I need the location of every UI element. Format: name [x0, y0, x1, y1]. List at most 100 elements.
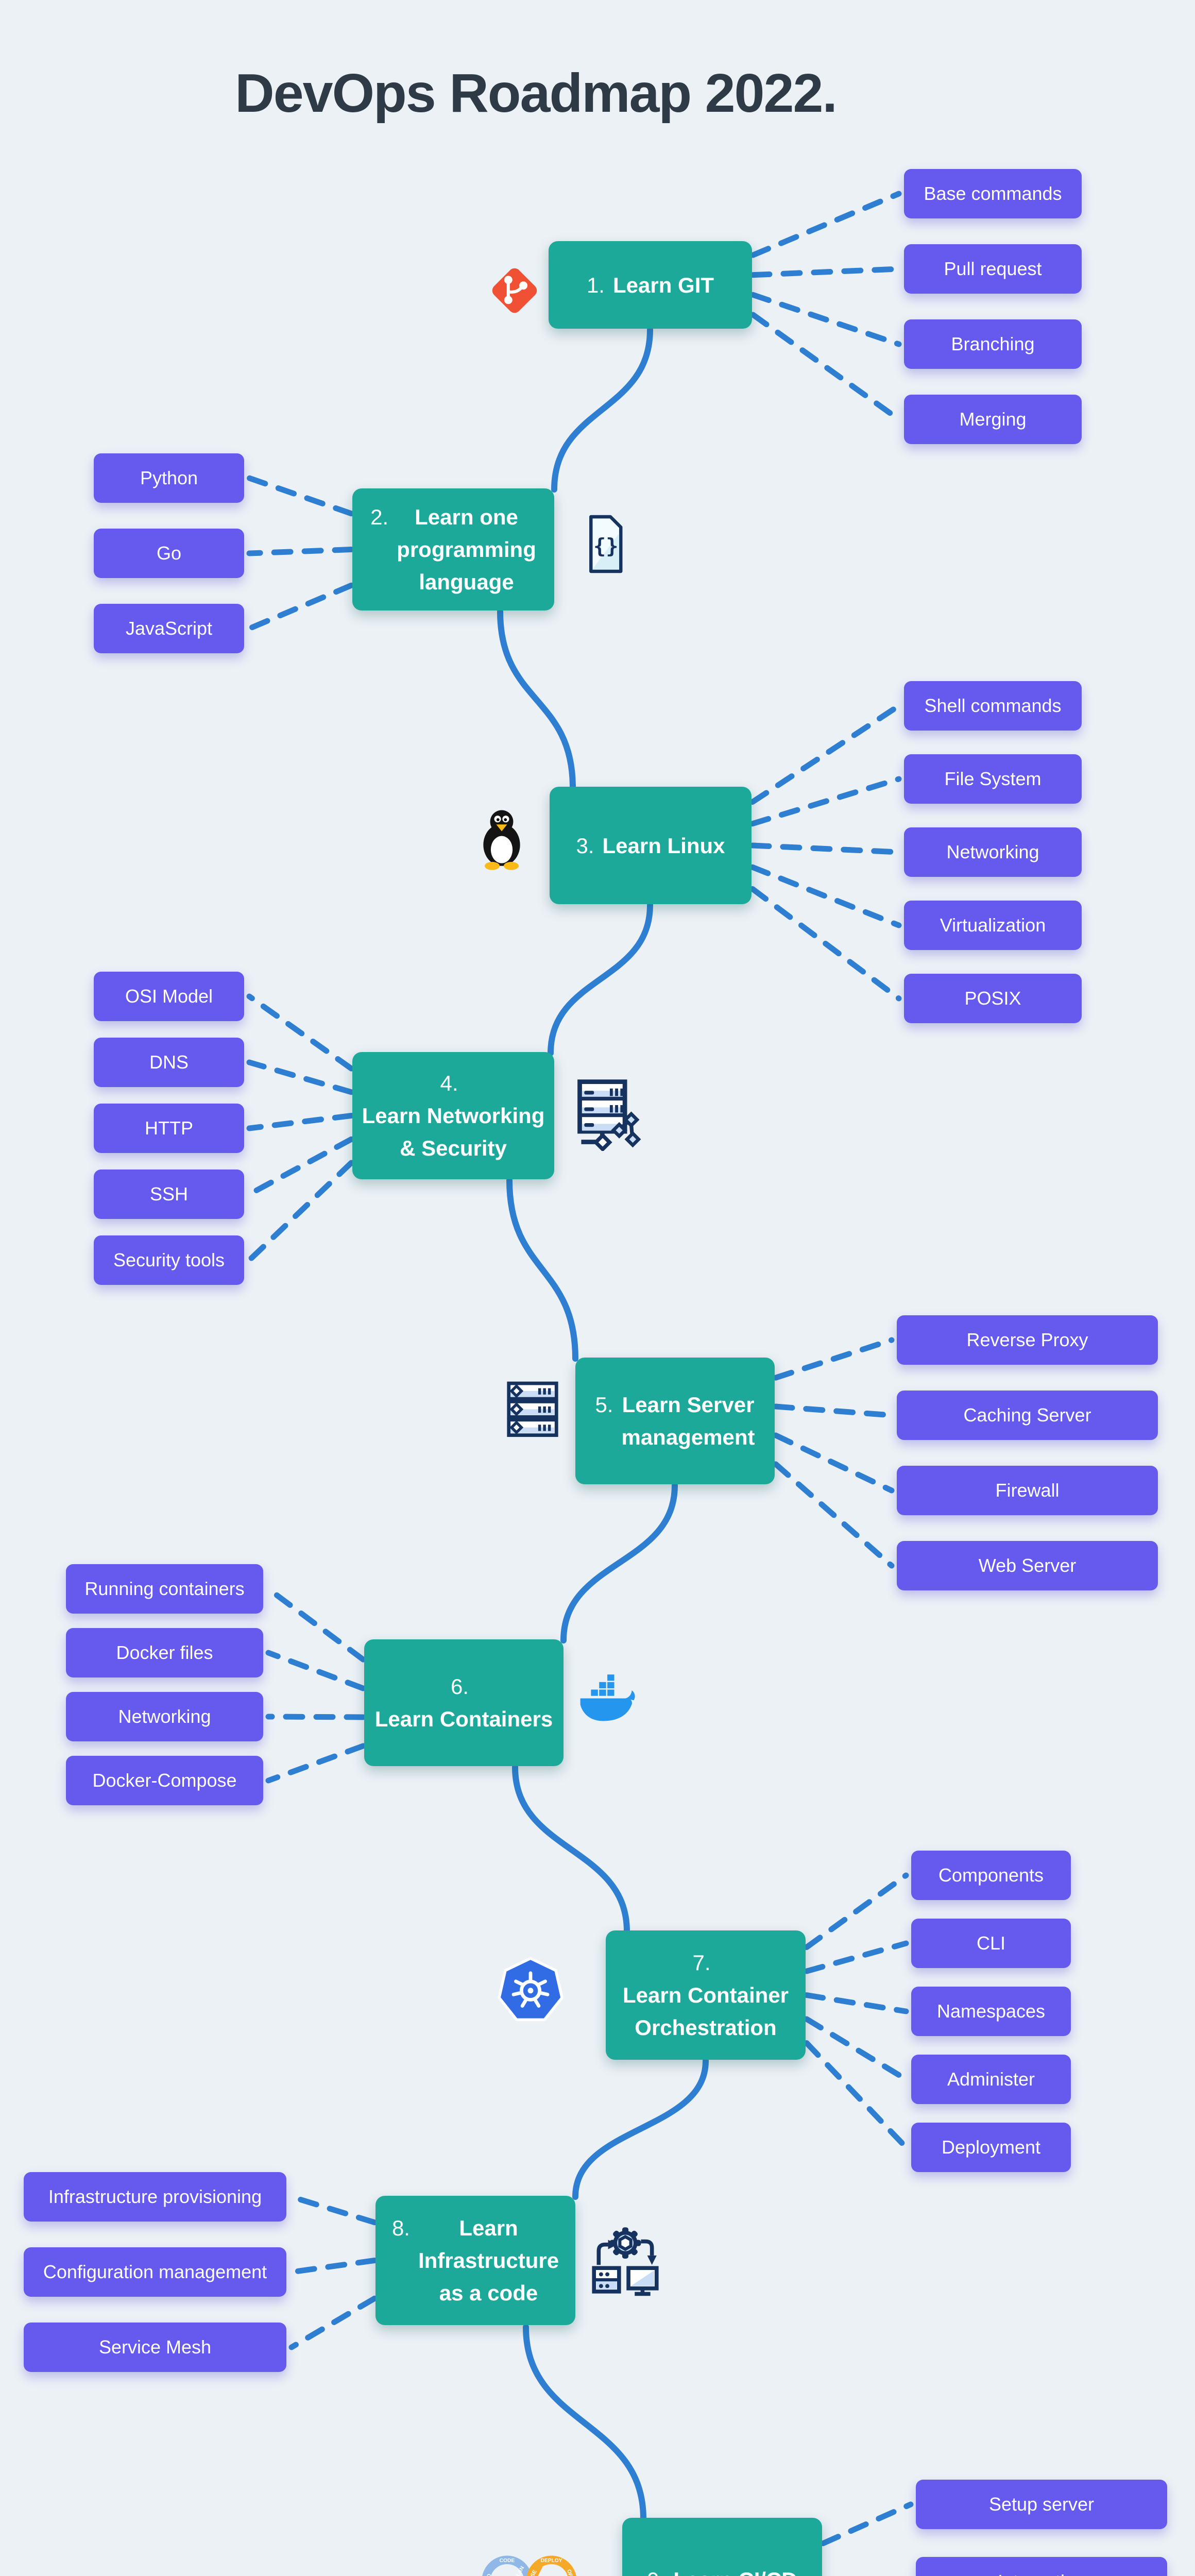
topic-box: Merging — [904, 395, 1082, 444]
svg-text:{}: {} — [593, 534, 619, 558]
step-box-3: 3. Learn Linux — [550, 787, 752, 904]
topic-connector-line — [749, 842, 902, 855]
topic-box: Setup server — [916, 2480, 1167, 2529]
topic-box: Reverse Proxy — [897, 1315, 1158, 1365]
step-number: 1. — [586, 273, 605, 297]
topic-connector-line — [749, 776, 902, 827]
topic-box: Go — [94, 529, 244, 578]
step-box-9: 9.Learn CI/CD — [622, 2518, 822, 2576]
step-label: Learn Container Orchestration — [622, 1983, 789, 2040]
topic-connector-line — [749, 703, 902, 805]
topic-box: Networking — [66, 1692, 263, 1741]
step-text: 8. Learn Infrastructure as a code — [392, 2212, 559, 2309]
roadmap-curve — [551, 327, 653, 493]
step-label: Learn one programming language — [397, 505, 536, 594]
topic-connector-line — [820, 2501, 914, 2547]
topic-box: File System — [904, 754, 1082, 804]
step-label: Learn Linux — [602, 833, 725, 858]
topic-box: Administer — [911, 2055, 1071, 2104]
topic-box: Running containers — [66, 1564, 263, 1614]
step-label: Learn Infrastructure as a code — [418, 2216, 559, 2305]
topic-box: Components — [911, 1851, 1071, 1900]
step-number: 3. — [576, 833, 594, 858]
step-text: 1. Learn GIT — [587, 269, 714, 301]
topic-box: Namespaces — [911, 1987, 1071, 2036]
topic-box: Security tools — [94, 1235, 244, 1285]
svg-text:BUILD: BUILD — [483, 2573, 493, 2576]
network-security-icon — [571, 1076, 646, 1151]
topic-box: Service Mesh — [24, 2323, 286, 2372]
roadmap-curve — [572, 2058, 709, 2200]
page-title: DevOps Roadmap 2022. — [235, 63, 838, 124]
step-number: 2. — [370, 505, 389, 529]
topic-box: Virtualization — [904, 901, 1082, 950]
roadmap-curve — [523, 2324, 646, 2522]
step-number: 5. — [595, 1393, 613, 1417]
topic-connector-line — [246, 1160, 354, 1263]
step-label: Learn GIT — [612, 273, 714, 297]
topic-box: SSH — [94, 1170, 244, 1219]
topic-box: Configuration management — [24, 2247, 286, 2297]
step-number: 8. — [391, 2216, 410, 2240]
kubernetes-icon — [496, 1954, 566, 2024]
topic-connector-line — [265, 1743, 366, 1784]
topic-box: Integration — [916, 2557, 1167, 2576]
topic-box: CLI — [911, 1919, 1071, 1968]
topic-connector-line — [246, 1059, 354, 1095]
topic-box: Docker files — [66, 1628, 263, 1677]
step-box-4: 4.Learn Networking & Security — [352, 1052, 554, 1179]
topic-box: HTTP — [94, 1104, 244, 1153]
roadmap-curve — [497, 608, 576, 791]
topic-box: Networking — [904, 827, 1082, 877]
step-box-7: 7.Learn Container Orchestration — [606, 1930, 806, 2060]
step-text: 2. Learn one programming language — [370, 501, 536, 598]
docker-whale-icon — [573, 1668, 636, 1731]
topic-box: Caching Server — [897, 1391, 1158, 1440]
svg-text:CODE: CODE — [500, 2558, 515, 2564]
roadmap-curve — [512, 1764, 630, 1935]
linux-tux-icon — [468, 803, 536, 871]
code-file-icon: {} — [573, 512, 638, 577]
topic-connector-line — [265, 1650, 366, 1691]
topic-box: Shell commands — [904, 681, 1082, 731]
step-label: Learn Networking & Security — [362, 1104, 545, 1160]
topic-connector-line — [804, 1872, 909, 1951]
git-icon — [483, 259, 546, 322]
topic-connector-line — [804, 2040, 909, 2150]
roadmap-curve — [506, 1177, 578, 1362]
step-text: 6. Learn Containers — [372, 1670, 555, 1735]
server-rack-icon — [498, 1374, 568, 1444]
step-label: Learn CI/CD — [673, 2564, 797, 2576]
topic-connector-line — [773, 1337, 895, 1381]
step-box-8: 8. Learn Infrastructure as a code — [375, 2196, 575, 2325]
topic-connector-line — [246, 1113, 354, 1131]
step-text: 5. Learn Server management — [595, 1388, 755, 1453]
topic-box: Web Server — [897, 1541, 1158, 1590]
topic-box: Pull request — [904, 244, 1082, 294]
step-text: 7.Learn Container Orchestration — [614, 1946, 797, 2044]
step-box-5: 5. Learn Server management — [575, 1358, 775, 1484]
topic-box: Deployment — [911, 2123, 1071, 2172]
step-label: Learn Containers — [374, 1707, 553, 1731]
topic-connector-line — [750, 266, 902, 278]
topic-connector-line — [804, 1992, 909, 2014]
step-text: 3. Learn Linux — [576, 829, 725, 862]
topic-connector-line — [246, 1136, 354, 1197]
topic-box: Infrastructure provisioning — [24, 2172, 286, 2222]
step-label: Learn Server management — [621, 1393, 755, 1449]
topic-box: POSIX — [904, 974, 1082, 1023]
topic-connector-line — [288, 2194, 378, 2226]
svg-text:DEPLOY: DEPLOY — [540, 2558, 562, 2564]
topic-connector-line — [750, 292, 902, 347]
topic-connector-line — [288, 2258, 378, 2275]
topic-connector-line — [749, 886, 902, 1002]
topic-connector-line — [804, 1940, 909, 1974]
roadmap-curve — [560, 1482, 678, 1643]
topic-connector-line — [750, 312, 902, 422]
step-number: 6. — [450, 1674, 469, 1699]
topic-connector-line — [773, 1461, 895, 1569]
step-text: 9.Learn CI/CD — [647, 2564, 797, 2576]
topic-connector-line — [288, 2295, 378, 2350]
